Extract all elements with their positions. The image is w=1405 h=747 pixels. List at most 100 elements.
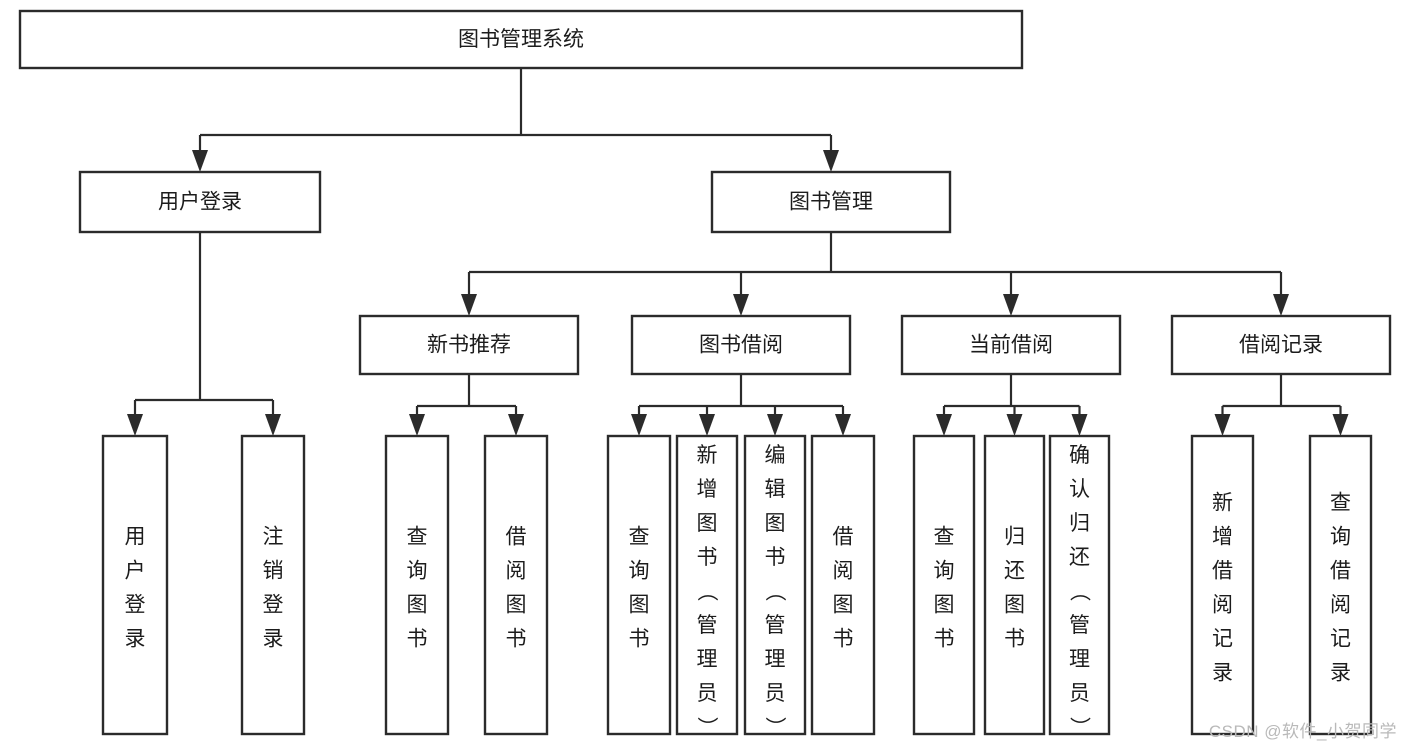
node-user-login[interactable]: 用户登录 xyxy=(78,170,322,234)
node-label-leaf-confirm-return-char-5: 管 xyxy=(1069,614,1090,637)
node-label-book-borrow: 图书借阅 xyxy=(699,334,783,357)
node-box-root[interactable] xyxy=(18,9,1024,70)
node-label-root: 图书管理系统 xyxy=(458,28,584,51)
node-box-book-manage[interactable] xyxy=(710,170,952,234)
node-label-leaf-user-login-char-0: 用 xyxy=(125,526,146,549)
node-box-leaf-return-book[interactable] xyxy=(983,434,1046,736)
arrow-head-icon xyxy=(508,414,524,436)
node-box-leaf-user-login[interactable] xyxy=(101,434,169,736)
node-label-leaf-return-book-char-1: 还 xyxy=(1004,560,1025,583)
connector-layer xyxy=(127,68,1349,436)
node-label-leaf-add-book-char-2: 图 xyxy=(697,512,718,535)
arrow-head-icon xyxy=(409,414,425,436)
node-new-book-recommend[interactable]: 新书推荐 xyxy=(358,314,580,376)
node-box-leaf-confirm-return[interactable] xyxy=(1048,434,1111,736)
node-label-leaf-query-book-bb-char-0: 查 xyxy=(629,526,650,549)
node-label-leaf-add-book-char-5: 管 xyxy=(697,614,718,637)
node-box-leaf-borrow-book-bb[interactable] xyxy=(810,434,876,736)
arrow-head-icon xyxy=(936,414,952,436)
node-label-leaf-borrow-book-nbr-char-0: 借 xyxy=(506,526,527,549)
node-label-leaf-query-book-cb-char-0: 查 xyxy=(934,526,955,549)
node-box-leaf-add-book[interactable] xyxy=(675,434,739,736)
node-box-leaf-logout[interactable] xyxy=(240,434,306,736)
arrow-head-icon xyxy=(1332,414,1349,436)
arrow-head-icon xyxy=(192,150,208,172)
node-label-leaf-add-book-char-1: 增 xyxy=(697,478,718,501)
arrow-head-icon xyxy=(1214,414,1231,436)
node-box-borrow-record[interactable] xyxy=(1170,314,1392,376)
arrow-head-icon xyxy=(127,414,143,436)
node-label-leaf-query-book-bb-char-1: 询 xyxy=(629,560,650,583)
node-label-leaf-logout-char-3: 录 xyxy=(263,628,284,651)
node-label-leaf-confirm-return-char-0: 确 xyxy=(1069,444,1090,467)
node-label-leaf-query-book-cb-char-3: 书 xyxy=(934,628,955,651)
node-label-leaf-return-book-char-0: 归 xyxy=(1004,526,1025,549)
node-label-leaf-query-record-char-5: 录 xyxy=(1330,662,1351,685)
node-label-leaf-logout-char-1: 销 xyxy=(263,560,284,583)
node-label-leaf-query-record-char-1: 询 xyxy=(1330,526,1351,549)
node-label-leaf-confirm-return-char-1: 认 xyxy=(1069,478,1090,501)
node-box-book-borrow[interactable] xyxy=(630,314,852,376)
node-current-borrow[interactable]: 当前借阅 xyxy=(900,314,1122,376)
node-label-leaf-query-record-char-0: 查 xyxy=(1330,492,1351,515)
node-label-leaf-add-record-char-5: 录 xyxy=(1212,662,1233,685)
node-box-user-login[interactable] xyxy=(78,170,322,234)
arrow-head-icon xyxy=(1006,414,1023,436)
node-label-leaf-user-login-char-3: 录 xyxy=(125,628,146,651)
node-borrow-record[interactable]: 借阅记录 xyxy=(1170,314,1392,376)
node-label-leaf-confirm-return-char-4: （ xyxy=(1068,581,1091,602)
node-box-leaf-edit-book[interactable] xyxy=(743,434,807,736)
node-label-leaf-edit-book-char-3: 书 xyxy=(765,546,786,569)
node-box-new-book-recommend[interactable] xyxy=(358,314,580,376)
arrow-head-icon xyxy=(631,414,647,436)
node-label-borrow-record: 借阅记录 xyxy=(1239,334,1323,357)
arrow-head-icon xyxy=(733,294,749,316)
node-label-leaf-borrow-book-bb-char-2: 图 xyxy=(833,594,854,617)
node-label-leaf-add-record-char-1: 增 xyxy=(1212,526,1233,549)
node-label-leaf-edit-book-char-6: 理 xyxy=(765,648,786,671)
node-label-leaf-borrow-book-bb-char-3: 书 xyxy=(833,628,854,651)
arrow-head-icon xyxy=(835,414,851,436)
arrow-head-icon xyxy=(1003,294,1019,316)
node-box-leaf-query-book-bb[interactable] xyxy=(606,434,672,736)
node-label-leaf-borrow-book-nbr-char-2: 图 xyxy=(506,594,527,617)
node-box-leaf-add-record[interactable] xyxy=(1190,434,1255,736)
node-root[interactable]: 图书管理系统 xyxy=(18,9,1024,70)
node-label-leaf-borrow-book-nbr-char-1: 阅 xyxy=(506,560,527,583)
csdn-watermark: CSDN @软件_小贺同学 xyxy=(1208,722,1397,741)
node-label-leaf-query-book-bb-char-3: 书 xyxy=(629,628,650,651)
node-label-leaf-confirm-return-char-3: 还 xyxy=(1069,546,1090,569)
node-box-leaf-query-record[interactable] xyxy=(1308,434,1373,736)
node-label-leaf-edit-book-char-8: ） xyxy=(763,717,786,738)
node-label-leaf-edit-book-char-0: 编 xyxy=(765,444,786,467)
node-label-leaf-logout-char-0: 注 xyxy=(263,526,284,549)
node-label-leaf-query-record-char-3: 阅 xyxy=(1330,594,1351,617)
node-box-leaf-query-book-nbr[interactable] xyxy=(384,434,450,736)
arrow-head-icon xyxy=(461,294,477,316)
node-label-leaf-borrow-book-nbr-char-3: 书 xyxy=(506,628,527,651)
node-label-leaf-add-book-char-6: 理 xyxy=(697,648,718,671)
node-book-borrow[interactable]: 图书借阅 xyxy=(630,314,852,376)
node-label-leaf-query-record-char-2: 借 xyxy=(1330,560,1351,583)
node-label-leaf-edit-book-char-2: 图 xyxy=(765,512,786,535)
node-book-manage[interactable]: 图书管理 xyxy=(710,170,952,234)
node-box-leaf-borrow-book-nbr[interactable] xyxy=(483,434,549,736)
node-label-leaf-add-book-char-0: 新 xyxy=(697,444,718,467)
node-box-current-borrow[interactable] xyxy=(900,314,1122,376)
node-box-leaf-query-book-cb[interactable] xyxy=(912,434,976,736)
node-leaf-user-login[interactable]: 用户登录 xyxy=(101,434,169,736)
